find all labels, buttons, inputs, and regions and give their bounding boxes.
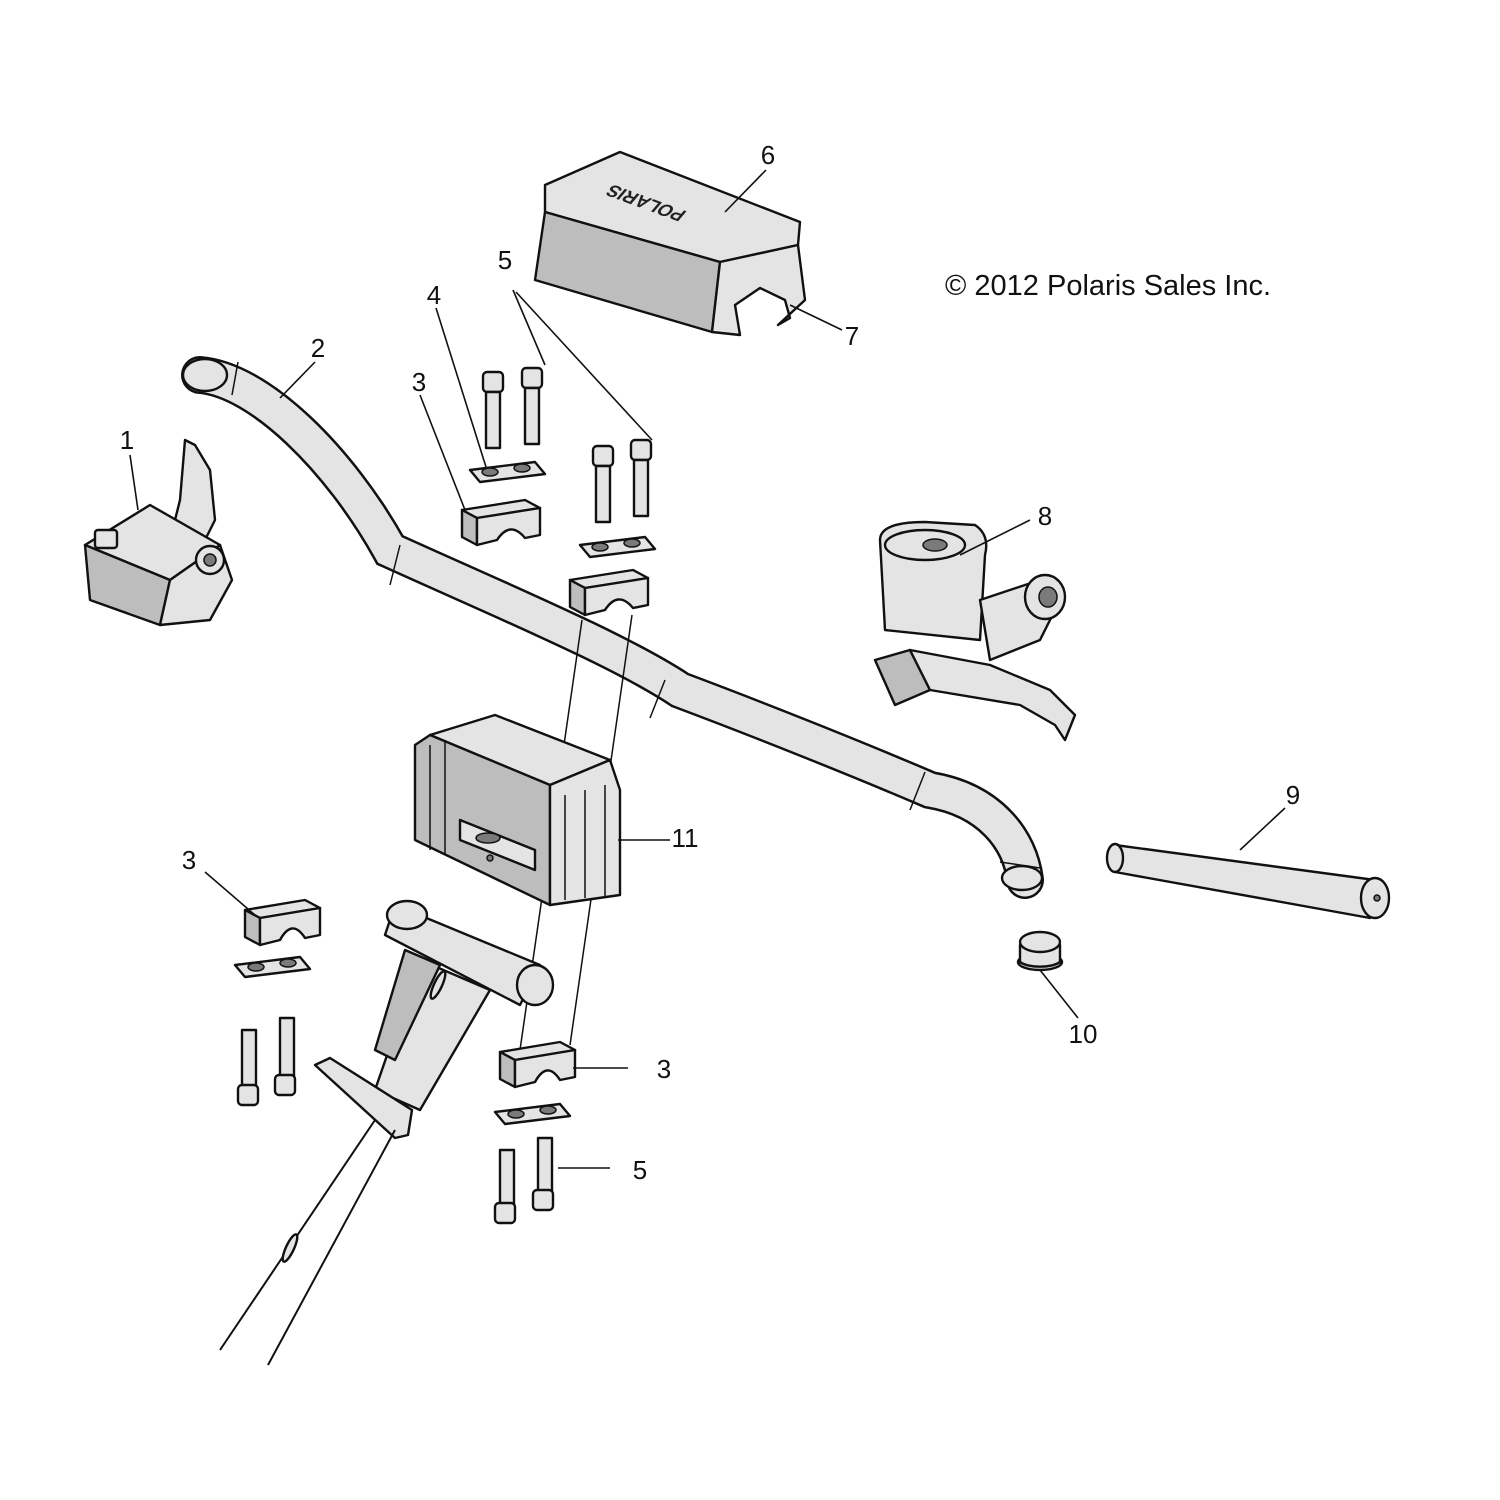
lower-left-clamp bbox=[233, 898, 322, 1107]
callout-10: 10 bbox=[1068, 1019, 1098, 1049]
upper-clamp-plates bbox=[468, 460, 657, 559]
callout-3-upper: 3 bbox=[411, 367, 427, 397]
end-plug bbox=[1016, 930, 1064, 972]
callout-3-lower-left: 3 bbox=[181, 845, 197, 875]
callout-8: 8 bbox=[1037, 501, 1053, 531]
handlebar-pad: POLARIS bbox=[533, 150, 807, 337]
callout-7: 7 bbox=[844, 321, 860, 351]
handlebar-grip bbox=[1105, 842, 1391, 920]
handlebar-riser bbox=[413, 713, 622, 907]
callout-5-lower: 5 bbox=[632, 1155, 648, 1185]
lower-right-clamp bbox=[493, 1040, 577, 1225]
upper-clamp-bolts bbox=[481, 366, 653, 524]
callout-6: 6 bbox=[760, 140, 776, 170]
throttle-housing bbox=[83, 438, 234, 627]
callout-3-lower-right: 3 bbox=[656, 1054, 672, 1084]
callout-11: 11 bbox=[671, 823, 699, 853]
callout-9: 9 bbox=[1285, 780, 1301, 810]
callout-4: 4 bbox=[426, 280, 442, 310]
steering-post bbox=[219, 899, 555, 1366]
copyright-notice: © 2012 Polaris Sales Inc. bbox=[945, 270, 1272, 302]
leader-lines bbox=[129, 169, 1286, 1169]
upper-clamp-caps bbox=[460, 498, 650, 617]
handlebar bbox=[181, 356, 1044, 899]
master-cylinder bbox=[873, 520, 1077, 742]
callout-1: 1 bbox=[119, 425, 135, 455]
callout-5-upper: 5 bbox=[497, 245, 513, 275]
callout-2: 2 bbox=[310, 333, 326, 363]
